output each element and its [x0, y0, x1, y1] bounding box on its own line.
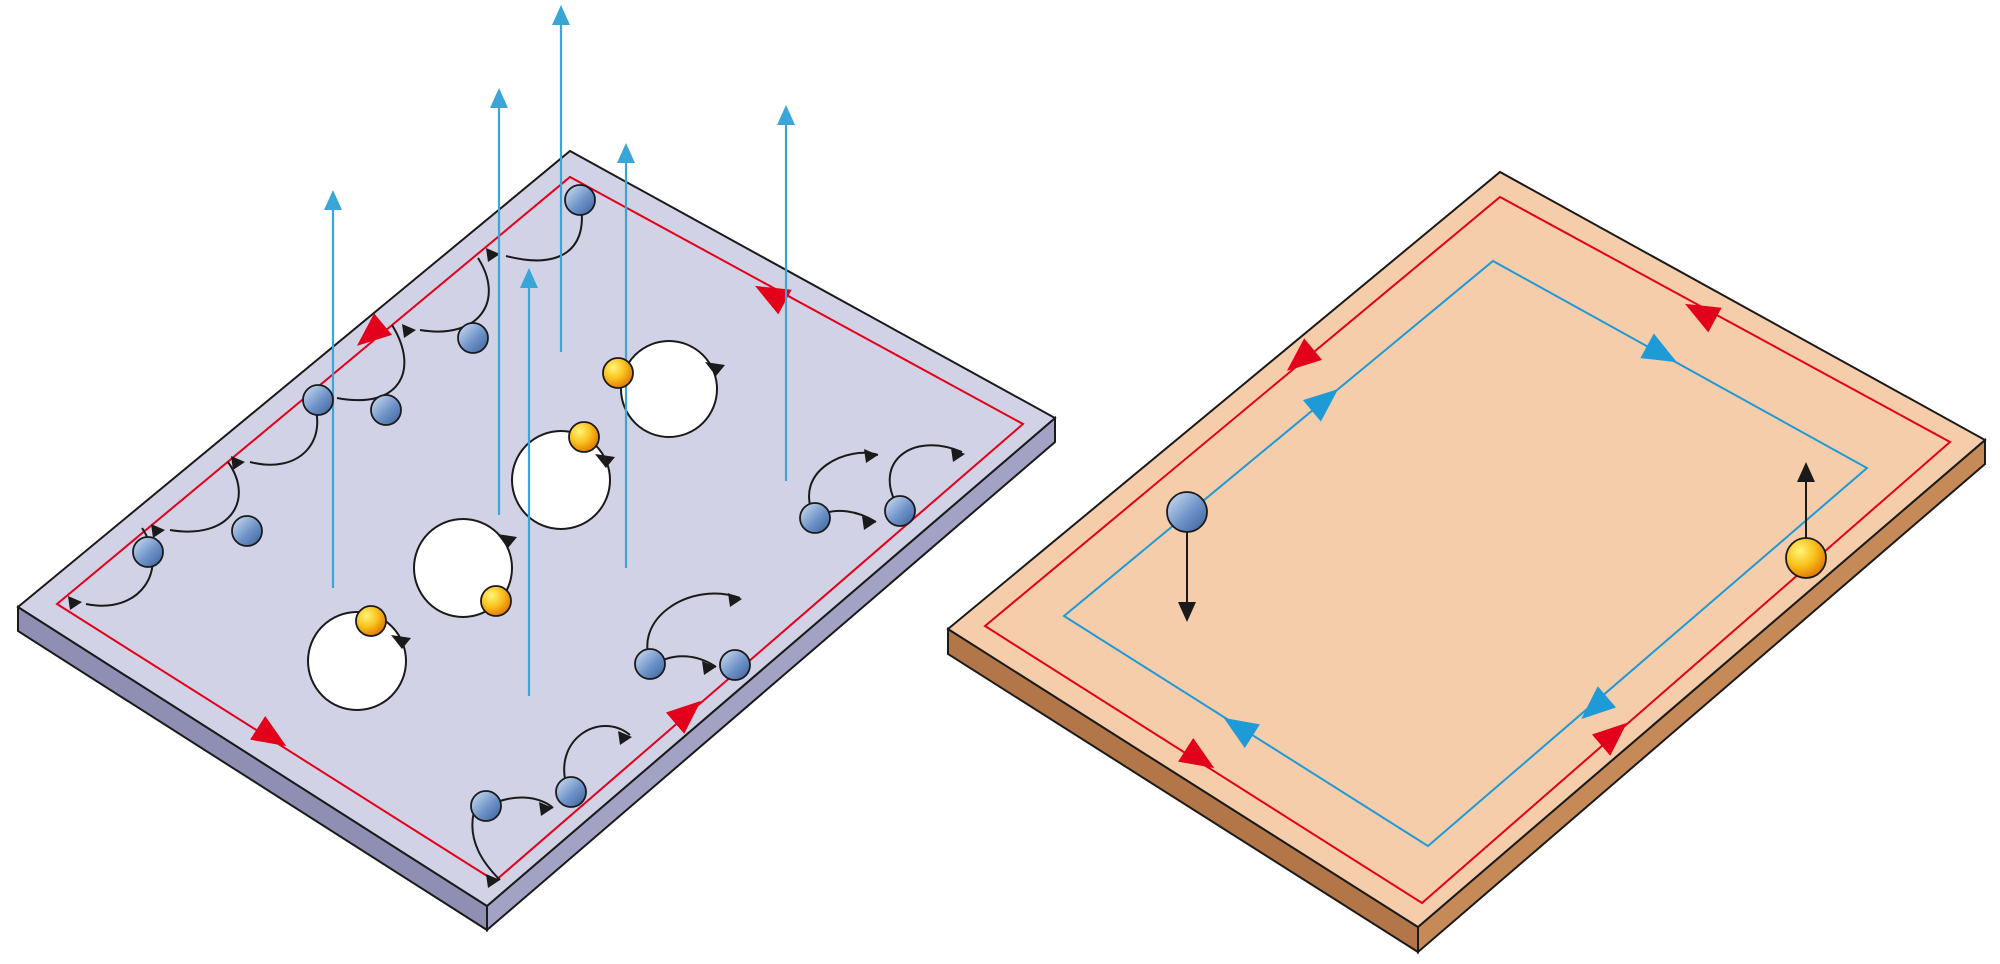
- right-slab-top-face: [946, 170, 1987, 929]
- edge-current-arrowhead: [1178, 738, 1215, 769]
- blue-sphere-icon: [634, 648, 666, 680]
- skipping-orbit-arc: [169, 461, 240, 533]
- skipping-orbit-arc: [419, 257, 490, 333]
- skipping-orbit-arrowhead: [539, 802, 553, 816]
- up-arrow-icon: [490, 88, 508, 108]
- up-arrow-icon: [1797, 462, 1815, 482]
- skipping-orbit-arrowhead: [68, 596, 82, 610]
- orbit-direction-arrowhead: [595, 454, 615, 468]
- cyclotron-orbit: [511, 430, 611, 530]
- skipping-orbit-arc: [888, 444, 963, 511]
- blue-sphere-icon: [1166, 491, 1208, 533]
- blue-sphere-icon: [457, 322, 489, 354]
- skipping-orbit-arrowhead: [151, 524, 165, 538]
- blue-sphere-icon: [884, 495, 916, 527]
- blue-sphere-icon: [470, 790, 502, 822]
- edge-current-arrowhead: [1685, 303, 1722, 333]
- up-arrow-icon: [617, 143, 635, 163]
- skipping-orbit-arrowhead: [951, 448, 965, 462]
- blue-sphere-icon: [231, 515, 263, 547]
- blue-sphere-icon: [555, 776, 587, 808]
- blue-sphere-icon: [564, 184, 596, 216]
- blue-sphere-icon: [302, 384, 334, 416]
- orbit-direction-arrowhead: [497, 534, 517, 548]
- skipping-orbit-arc: [563, 725, 631, 791]
- skipping-orbit-arrowhead: [402, 324, 416, 338]
- skipping-orbit-arrowhead: [486, 248, 500, 262]
- skipping-orbit-arrowhead: [702, 661, 716, 675]
- orange-sphere-icon: [355, 605, 387, 637]
- magnetic-field-arrows: [324, 5, 795, 696]
- inner-current-arrowhead: [1302, 389, 1339, 422]
- inner-current-arrowhead: [1640, 333, 1677, 363]
- skipping-orbit-arrowhead: [864, 449, 878, 463]
- current-direction-arrowheads: [250, 285, 1722, 769]
- up-arrow-icon: [777, 105, 795, 125]
- orbit-direction-arrowhead: [705, 362, 725, 376]
- edge-current-arrowhead: [1286, 338, 1323, 371]
- skipping-orbit-arrowhead: [728, 593, 742, 607]
- left-slab-edge-current-loop: [55, 175, 1025, 883]
- charge-carriers: [132, 184, 1827, 822]
- edge-current-arrowhead: [356, 313, 393, 346]
- right-slab-inner-current-loop: [1062, 259, 1869, 848]
- blue-sphere-icon: [799, 502, 831, 534]
- skipping-orbit-arrowhead: [486, 874, 500, 888]
- skipping-orbit-arrowhead: [862, 516, 876, 530]
- orange-sphere-icon: [1785, 537, 1827, 579]
- orange-sphere-icon: [480, 585, 512, 617]
- right-slab: [946, 170, 1987, 955]
- up-arrow-icon: [324, 190, 342, 210]
- edge-current-arrowhead: [1591, 722, 1627, 756]
- blue-sphere-icon: [132, 536, 164, 568]
- right-slab-edge-current-loop: [983, 195, 1952, 905]
- up-arrow-icon: [520, 268, 538, 288]
- blue-sphere-icon: [719, 649, 751, 681]
- cyclotron-orbit: [307, 611, 407, 711]
- orbit-direction-arrowhead: [391, 635, 411, 649]
- skipping-orbit-arc: [336, 324, 406, 402]
- edge-current-arrowhead: [250, 716, 287, 747]
- skipping-orbit-arrowhead: [618, 731, 632, 745]
- edge-current-arrowhead: [665, 700, 701, 734]
- left-slab: [16, 149, 1057, 933]
- skipping-orbit-arrowhead: [231, 456, 245, 470]
- cyclotron-orbit: [620, 340, 718, 438]
- orange-sphere-icon: [568, 421, 600, 453]
- down-arrow-icon: [1178, 602, 1196, 622]
- left-slab-top-face: [16, 149, 1057, 908]
- up-arrow-icon: [552, 5, 570, 25]
- inner-current-arrowhead: [1223, 717, 1260, 748]
- edge-current-arrowhead: [755, 285, 792, 315]
- inner-current-arrowhead: [1581, 686, 1617, 720]
- orange-sphere-icon: [602, 357, 634, 389]
- blue-sphere-icon: [370, 394, 402, 426]
